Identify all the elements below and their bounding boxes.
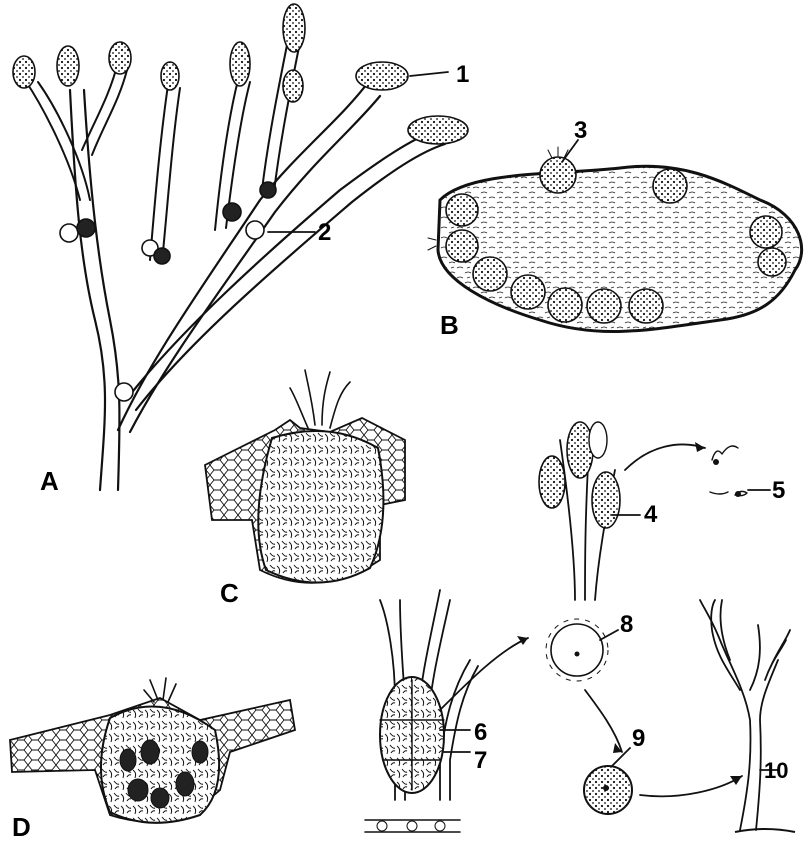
- callout-8: 8: [620, 611, 633, 638]
- callout-2: 2: [318, 219, 331, 246]
- callout-9: 9: [632, 725, 645, 752]
- callout-4: 4: [644, 501, 658, 528]
- panel-a-label: A: [40, 466, 59, 496]
- callout-10: 10: [764, 758, 788, 783]
- young-plant: 10: [700, 600, 795, 832]
- callout-6: 6: [474, 719, 487, 746]
- callout-3: 3: [574, 117, 587, 144]
- panel-a-thallus: 1 2 A: [13, 4, 469, 496]
- panel-b-label: B: [440, 310, 459, 340]
- oogonium-branch: 6 7: [365, 590, 528, 832]
- egg-fertilization: 8: [546, 611, 633, 753]
- zygote: 9: [584, 725, 742, 814]
- panel-d-conceptacle: D: [10, 678, 295, 842]
- panel-c-conceptacle: C: [205, 370, 405, 608]
- callout-7: 7: [474, 747, 487, 774]
- callout-1: 1: [456, 61, 469, 88]
- antheridia-branch: 4 5: [539, 422, 785, 600]
- panel-b-receptacle-section: 3 B: [428, 117, 802, 340]
- panel-d-label: D: [12, 812, 31, 842]
- callout-5: 5: [772, 477, 785, 504]
- panel-c-label: C: [220, 578, 239, 608]
- sperm-cells: [710, 446, 747, 497]
